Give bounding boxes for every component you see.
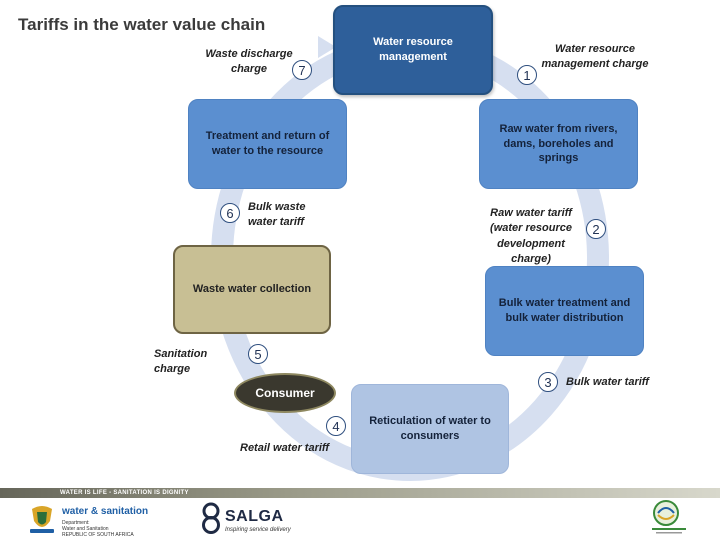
charge-label-2: Raw water tariff (water resource develop…: [490, 207, 572, 266]
step-number-1: 1: [517, 65, 537, 85]
node-raw-water: Raw water from rivers, dams, boreholes a…: [479, 99, 638, 189]
charge-label-4: Retail water tariff: [240, 442, 330, 454]
charge-label-5: Sanitation charge: [154, 348, 208, 376]
salga-emblem-icon: [202, 502, 220, 534]
step-number-2: 2: [586, 219, 606, 239]
charge-label-1: Water resource management charge: [541, 43, 649, 71]
node-bulk-water-treatment: Bulk water treatment and bulk water dist…: [485, 266, 644, 356]
step-number-7: 7: [292, 60, 312, 80]
charge-label-7: Waste discharge charge: [205, 48, 293, 76]
node-water-resource-management: Water resource management: [333, 5, 493, 95]
charge-label-3: Bulk water tariff: [566, 376, 649, 388]
step-number-4: 4: [326, 416, 346, 436]
charge-label-6: Bulk waste water tariff: [248, 201, 306, 229]
coat-of-arms-icon: [30, 506, 54, 533]
node-treatment-return: Treatment and return of water to the res…: [188, 99, 347, 189]
node-waste-water-collection: Waste water collection: [173, 245, 331, 334]
ws-line-3: REPUBLIC OF SOUTH AFRICA: [62, 532, 134, 538]
ws-line-2: Water and Sanitation: [62, 526, 109, 532]
ndp-logo: [652, 500, 686, 534]
node-reticulation: Reticulation of water to consumers: [351, 384, 509, 474]
footer-slogan: WATER IS LIFE - SANITATION IS DIGNITY: [60, 490, 189, 496]
salga-tagline: Inspiring service delivery: [225, 527, 291, 533]
salga-logo: SALGA Inspiring service delivery: [200, 498, 310, 538]
ws-name: water & sanitation: [62, 506, 149, 517]
node-consumer: Consumer: [234, 373, 336, 413]
step-number-5: 5: [248, 344, 268, 364]
page-title: Tariffs in the water value chain: [18, 15, 266, 34]
footer-bar: [0, 488, 720, 498]
salga-name: SALGA: [225, 508, 284, 525]
ws-line-1: Department:: [62, 520, 90, 526]
step-number-3: 3: [538, 372, 558, 392]
step-number-6: 6: [220, 203, 240, 223]
water-sanitation-logo: water & sanitation Department: Water and…: [26, 503, 176, 538]
